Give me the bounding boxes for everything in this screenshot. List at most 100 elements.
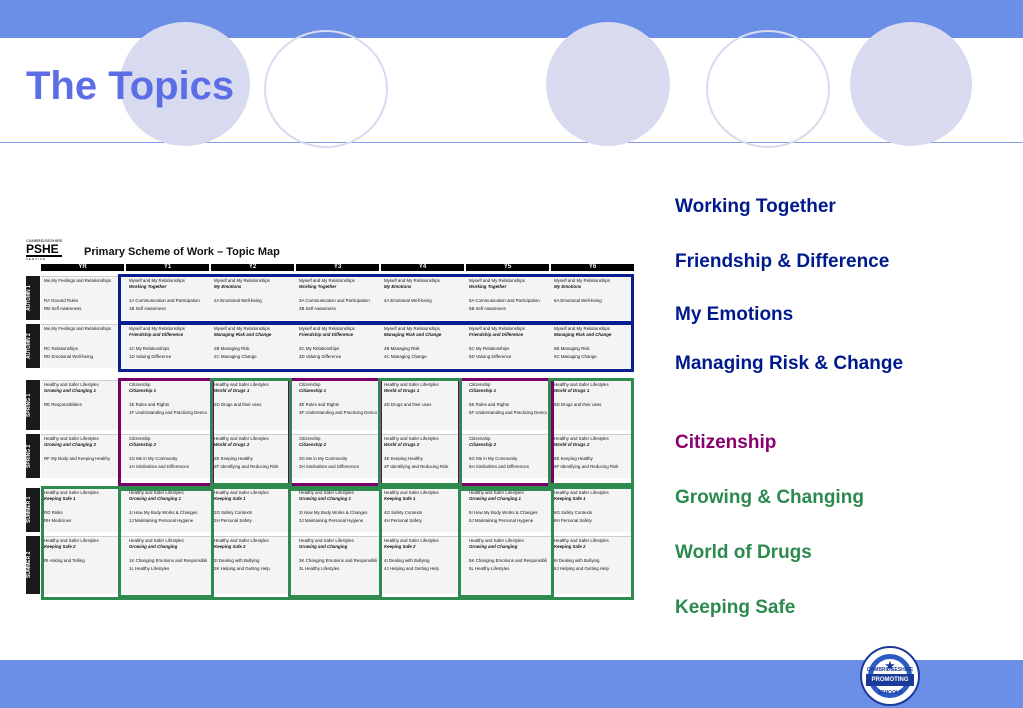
topic-world-of-drugs: World of Drugs bbox=[675, 542, 812, 563]
map-cell-text: 5J Maintaining Personal Hygiene bbox=[469, 518, 534, 523]
map-cell-text: Growing and Changing bbox=[299, 544, 348, 549]
term-label: SPRING 1 bbox=[26, 380, 40, 430]
map-cell-text: 2K Helping and Getting Help bbox=[214, 566, 270, 571]
map-cell-text: 5A Communication and Participation bbox=[469, 298, 540, 303]
column-header: YR bbox=[41, 264, 124, 271]
map-cell-text: 6B Managing Risk bbox=[554, 346, 590, 351]
topic-group-outline bbox=[210, 378, 292, 486]
map-cell-text: Myself and My Relationships bbox=[554, 278, 610, 283]
column-header: Y4 bbox=[381, 264, 464, 271]
map-cell-text: Friendship and Difference bbox=[469, 332, 524, 337]
map-cell-text: 1I How My Body Works & Changes bbox=[129, 510, 198, 515]
map-cell-text: Healthy and Safer Lifestyles bbox=[44, 538, 99, 543]
topic-map: CAMBRIDGESHIRE PSHE SERVICE Primary Sche… bbox=[26, 238, 634, 600]
map-cell-text: 4A Emotional Well-being bbox=[384, 298, 432, 303]
map-cell-text: Healthy and Safer Lifestyles bbox=[129, 490, 184, 495]
map-cell-text: Healthy and Safer Lifestyles bbox=[44, 490, 99, 495]
term-label: SUMMER 1 bbox=[26, 488, 40, 532]
map-cell-text: Keeping Safe 2 bbox=[384, 544, 416, 549]
map-cell-text: Growing and Changing 1 bbox=[469, 496, 521, 501]
topic-group-outline bbox=[548, 378, 634, 486]
map-cell-text: 5D Valuing Difference bbox=[469, 354, 512, 359]
map-cell-text: Myself and My Relationships bbox=[299, 326, 355, 331]
map-cell-text: Healthy and Safer Lifestyles bbox=[384, 436, 439, 441]
map-cell-text: Myself and My Relationships bbox=[469, 326, 525, 331]
map-cell-text: Healthy and Safer Lifestyles bbox=[384, 382, 439, 387]
pshe-logo-small: CAMBRIDGESHIRE bbox=[26, 238, 63, 243]
map-cell-text: World of Drugs 1 bbox=[554, 388, 590, 393]
map-cell-text: Keeping Safe 2 bbox=[554, 544, 586, 549]
map-cell-text: Keeping Safe 2 bbox=[214, 544, 246, 549]
map-cell-text: 2E Keeping Healthy bbox=[214, 456, 253, 461]
map-cell-text: RC Relationships bbox=[44, 346, 78, 351]
map-cell-text: Healthy and Safer Lifestyles bbox=[299, 490, 354, 495]
map-cell-text: 3C My Relationships bbox=[299, 346, 340, 351]
map-cell-text: RH Medicines bbox=[44, 518, 72, 523]
map-cell-text: Citizenship bbox=[129, 436, 151, 441]
map-cell-text: Growing and Changing 1 bbox=[44, 388, 96, 393]
map-cell-text: 6C Managing Change bbox=[554, 354, 597, 359]
column-header: Y5 bbox=[466, 264, 549, 271]
map-cell-text: Healthy and Safer Lifestyles bbox=[299, 538, 354, 543]
map-cell-text: Managing Risk and Change bbox=[384, 332, 442, 337]
logo-top-text: CAMBRIDGESHIRE bbox=[866, 667, 914, 673]
map-cell-text: 5F Understanding and Practicing Democrac… bbox=[469, 410, 547, 415]
map-cell-text: 1J Maintaining Personal Hygiene bbox=[129, 518, 194, 523]
topic-group-outline bbox=[458, 378, 554, 486]
map-cell-text: 3J Maintaining Personal Hygiene bbox=[299, 518, 364, 523]
map-cell-text: Healthy and Safer Lifestyles bbox=[384, 538, 439, 543]
map-cell-text: 3A Communication and Participation bbox=[299, 298, 370, 303]
map-cell-text: Myself and My Relationships bbox=[469, 278, 525, 283]
map-cell-text: 1G Me in My Community bbox=[129, 456, 178, 461]
map-cell-text: 1A Communication and Participation bbox=[129, 298, 200, 303]
map-cell-text: 3K Changing Emotions and Responsibilitie… bbox=[299, 558, 377, 563]
map-cell-text: 4D Drugs and their uses bbox=[384, 402, 432, 407]
map-cell-text: Healthy and Safer Lifestyles bbox=[44, 382, 99, 387]
logo-bottom-text: SCHOOLS bbox=[877, 690, 903, 696]
topic-group-outline bbox=[458, 488, 554, 598]
map-cell-text: 2G Safety Contexts bbox=[214, 510, 253, 515]
map-cell-text: RF My Body and Keeping Healthy bbox=[44, 456, 111, 461]
map-cell-text: Working Together bbox=[299, 284, 337, 289]
map-cell-text: Myself and My Relationships bbox=[214, 326, 270, 331]
map-cell-text: 3D Valuing Difference bbox=[299, 354, 342, 359]
map-cell-text: 3G Me in My Community bbox=[299, 456, 348, 461]
map-cell-text: Citizenship 2 bbox=[129, 442, 157, 447]
column-header: Y3 bbox=[296, 264, 379, 271]
map-cell-text: 6F Identifying and Reducing Risk bbox=[554, 464, 619, 469]
topic-group-outline bbox=[118, 378, 214, 486]
map-cell-text: Citizenship bbox=[299, 436, 321, 441]
decor-circle bbox=[120, 22, 250, 146]
map-cell-text: Myself and My Relationships bbox=[554, 326, 610, 331]
map-cell-text: Healthy and Safer Lifestyles bbox=[214, 382, 269, 387]
map-cell-text: Citizenship 2 bbox=[299, 442, 327, 447]
term-row bbox=[41, 380, 634, 430]
column-header: Y2 bbox=[211, 264, 294, 271]
map-cell-text: Working Together bbox=[129, 284, 167, 289]
map-cell-text: 2F Identifying and Reducing Risk bbox=[214, 464, 279, 469]
decor-circle bbox=[546, 22, 670, 146]
map-cell-text: Citizenship 1 bbox=[129, 388, 157, 393]
map-cell-text: 2I Dealing with Bullying bbox=[214, 558, 260, 563]
term-row bbox=[41, 324, 634, 368]
map-cell-text: 2A Emotional Well-being bbox=[214, 298, 262, 303]
map-cell-text: 1D Valuing Difference bbox=[129, 354, 172, 359]
map-cell-text: Myself and My Relationships bbox=[384, 326, 440, 331]
map-cell-text: Keeping Safe 1 bbox=[44, 496, 76, 501]
topic-working-together: Working Together bbox=[675, 196, 836, 217]
map-cell-text: Citizenship bbox=[469, 436, 491, 441]
map-cell-text: Growing and Changing 2 bbox=[44, 442, 96, 447]
map-cell-text: My Emotions bbox=[214, 284, 242, 289]
healthy-schools-logo: ★ CAMBRIDGESHIRE PROMOTING SCHOOLS bbox=[860, 646, 920, 706]
map-cell-text: Me,My Feelings and Relationships bbox=[44, 326, 112, 331]
map-cell-text: RG Risks bbox=[44, 510, 63, 515]
map-cell-text: Growing and Changing bbox=[129, 544, 178, 549]
column-header: Y6 bbox=[551, 264, 634, 271]
map-cell-text: Myself and My Relationships bbox=[384, 278, 440, 283]
map-cell-text: 4G Safety Contexts bbox=[384, 510, 423, 515]
map-cell-text: Growing and Changing 1 bbox=[299, 496, 351, 501]
map-cell-text: Friendship and Difference bbox=[129, 332, 184, 337]
map-cell-text: Working Together bbox=[469, 284, 507, 289]
map-cell-text: World of Drugs 2 bbox=[554, 442, 590, 447]
map-cell-text: 5L Healthy Lifestyles bbox=[469, 566, 510, 571]
